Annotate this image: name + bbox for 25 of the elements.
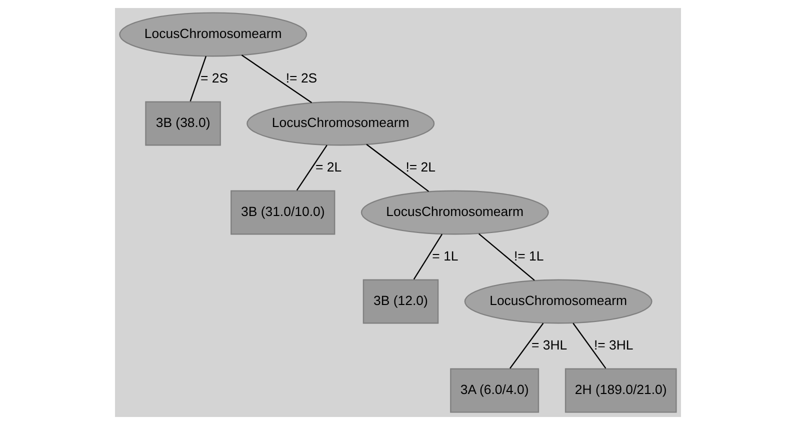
connector (296, 144, 327, 191)
node-ellipse: LocusChromosomearm (246, 101, 434, 146)
node-box: 3A (6.0/4.0) (450, 368, 539, 413)
edge-label: = 3HL (530, 337, 567, 352)
node-box: 3B (38.0) (144, 101, 220, 146)
edge-label: != 3HL (593, 337, 633, 352)
node-box: 2H (189.0/21.0) (564, 368, 676, 413)
connector (240, 54, 312, 104)
edge-label: != 2L (405, 159, 435, 174)
node-box: 3B (12.0) (362, 279, 438, 324)
node-ellipse: LocusChromosomearm (118, 12, 307, 57)
node-box: 3B (31.0/10.0) (230, 190, 335, 235)
edge-label: = 2S (200, 70, 228, 86)
connector (572, 322, 606, 369)
edge-label: != 2S (285, 70, 317, 86)
node-ellipse: LocusChromosomearm (464, 279, 652, 324)
connector (189, 56, 206, 102)
connector (478, 233, 534, 281)
edge-label: != 1L (513, 248, 544, 264)
node-ellipse: LocusChromosomearm (360, 190, 548, 235)
edge-label: = 1L (432, 248, 458, 264)
connector (412, 234, 442, 280)
connector (509, 322, 544, 369)
edge-label: = 2L (315, 159, 342, 174)
connector (366, 144, 429, 192)
